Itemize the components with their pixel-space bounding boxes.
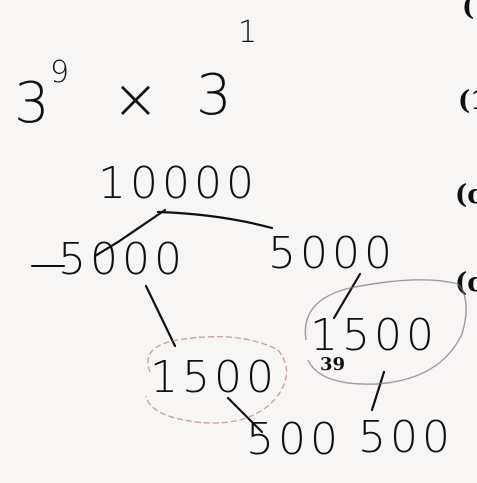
base-right: 3 — [196, 63, 234, 128]
margin-label-b: (1 — [458, 86, 477, 116]
base-left: 3 — [14, 71, 52, 136]
annotation-number: 39 — [320, 354, 346, 375]
exponent-right: 1 — [238, 15, 258, 50]
tree-left-child: 1500 — [150, 352, 278, 403]
margin-label-a: ( — [462, 0, 475, 22]
tree-right-child: 1500 — [310, 310, 438, 361]
margin-label-d: (c — [455, 268, 477, 298]
branch-root-right — [156, 210, 274, 230]
circle-right — [304, 279, 467, 385]
tree-root: 10000 — [98, 158, 258, 209]
tree-leaf-right: 500 — [358, 412, 454, 463]
branch-root-left — [93, 208, 167, 258]
branch-leaf-left — [226, 396, 264, 434]
exponent-left: 9 — [50, 55, 70, 90]
tree-leaf-left: 500 — [246, 414, 342, 465]
branch-right-child — [332, 272, 362, 320]
branch-left-child — [144, 284, 177, 348]
circle-left — [145, 336, 288, 424]
tree-left-node: 5000 — [58, 234, 186, 285]
operator: × — [112, 67, 161, 132]
margin-label-c: (c — [455, 180, 477, 210]
branch-leaf-right — [370, 370, 386, 412]
tree-right-node: 5000 — [268, 228, 396, 279]
